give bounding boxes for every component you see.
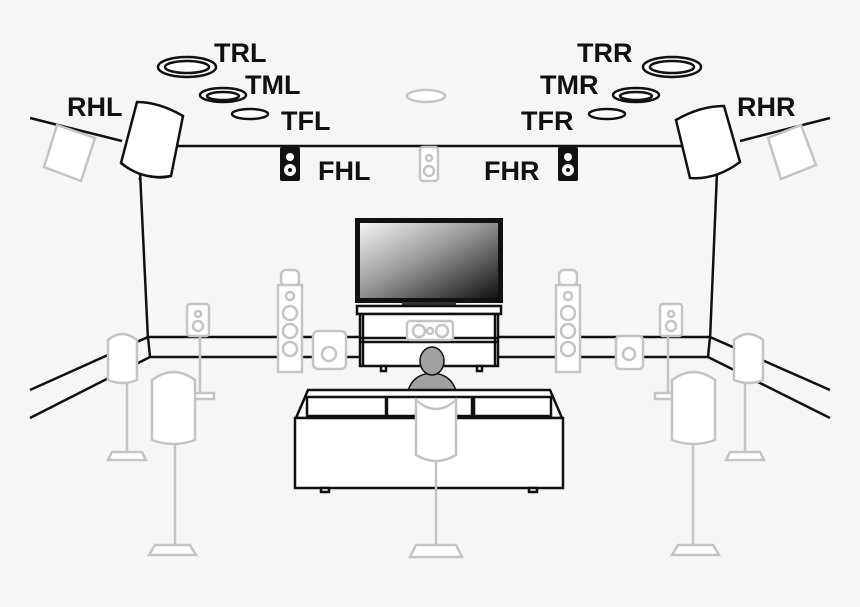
tml-speaker	[198, 86, 248, 104]
center-speaker	[405, 319, 455, 342]
label-tmr: TMR	[540, 70, 598, 100]
tv	[355, 218, 503, 307]
tfr-speaker	[587, 107, 627, 121]
label-rhl: RHL	[67, 92, 123, 122]
front-wide-left-speaker	[146, 370, 199, 557]
front-height-center-speaker	[418, 145, 440, 183]
front-left-tower-speaker	[276, 268, 304, 374]
fhl-speaker	[280, 147, 300, 181]
subwoofer-left	[311, 329, 348, 371]
rear-right-wall-speaker	[766, 123, 818, 181]
listener	[406, 346, 458, 392]
subwoofer-right	[614, 334, 645, 371]
rhl-speaker	[119, 100, 185, 181]
front-wide-right-speaker	[669, 370, 722, 557]
rhr-speaker	[674, 104, 742, 180]
trl-speaker	[156, 55, 218, 79]
surround-back-center-speaker	[407, 397, 465, 559]
fhr-speaker	[558, 147, 578, 181]
surround-left-speaker	[105, 332, 149, 462]
rear-left-wall-speaker	[42, 123, 97, 183]
couch	[293, 388, 565, 494]
tmr-speaker	[611, 86, 661, 104]
label-tfl: TFL	[281, 106, 330, 136]
label-rhr: RHR	[737, 92, 796, 122]
label-fhr: FHR	[484, 156, 540, 186]
label-trl: TRL	[214, 38, 266, 68]
label-fhl: FHL	[318, 156, 370, 186]
label-trr: TRR	[577, 38, 633, 68]
front-right-tower-speaker	[554, 268, 582, 374]
tfl-speaker	[230, 107, 270, 121]
surround-back-right-speaker	[653, 302, 684, 401]
surround-right-speaker	[723, 332, 767, 462]
trr-speaker	[641, 55, 703, 79]
label-tfr: TFR	[521, 106, 573, 136]
top-middle-center-speaker	[405, 88, 447, 104]
label-tml: TML	[245, 70, 300, 100]
